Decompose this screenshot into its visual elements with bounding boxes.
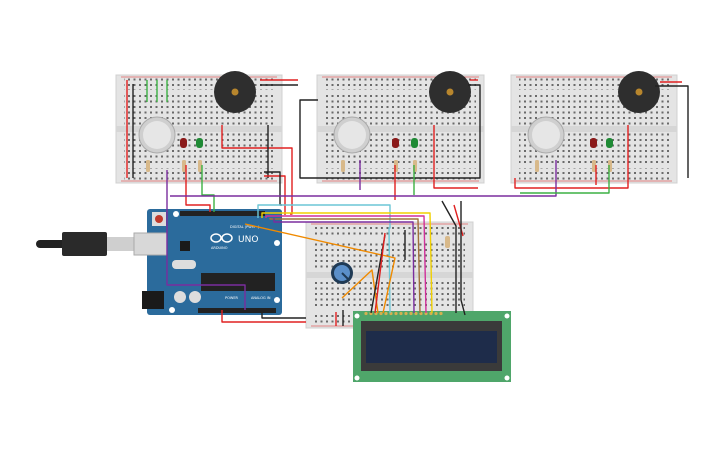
wire-purple[interactable] (166, 170, 246, 310)
wire-black[interactable] (655, 85, 689, 178)
green-led[interactable] (411, 138, 418, 148)
lcd-pin (439, 311, 443, 316)
wire-red[interactable] (374, 232, 386, 314)
wire-red[interactable] (433, 125, 478, 189)
wire-red[interactable] (264, 175, 286, 215)
uno-label: UNO (238, 235, 258, 245)
power-analog-header (198, 308, 276, 313)
resistor (535, 160, 539, 172)
lcd-pin (364, 311, 368, 316)
wire-red[interactable] (185, 165, 211, 212)
resistor (592, 160, 596, 172)
wire-red[interactable] (221, 125, 293, 215)
crystal (172, 260, 196, 269)
wire-yellow[interactable] (261, 212, 433, 314)
red-led[interactable] (180, 138, 187, 148)
resistor (445, 236, 450, 248)
wire-black[interactable] (299, 84, 481, 179)
lcd-pin (379, 311, 383, 316)
analog-in-label: ANALOG IN (251, 296, 271, 300)
lcd-pin (394, 311, 398, 316)
lcd-pin (424, 311, 428, 316)
capacitor (174, 291, 186, 303)
wire-red[interactable] (221, 310, 306, 323)
green-led[interactable] (196, 138, 203, 148)
capacitor (189, 291, 201, 303)
arduino-uno[interactable]: UNO ARDUINO DIGITAL (PWM~) POWER ANALOG … (36, 209, 282, 315)
lcd-16x2[interactable] (353, 311, 511, 382)
red-led[interactable] (590, 138, 597, 148)
resistor (198, 160, 202, 172)
resistor (341, 160, 345, 172)
lcd-screen (366, 331, 497, 363)
digital-header (180, 211, 265, 216)
power-label: POWER (225, 296, 239, 300)
wire-orange[interactable] (244, 223, 396, 314)
usb-plug (62, 232, 107, 256)
green-led[interactable] (606, 138, 613, 148)
usb-plug-metal (107, 237, 134, 251)
arduino-logo (210, 233, 233, 243)
lcd-pin (399, 311, 403, 316)
usb-cable (36, 240, 66, 248)
wire-purple[interactable] (273, 218, 415, 314)
wire-green[interactable] (520, 165, 610, 194)
wire-green[interactable] (201, 165, 215, 212)
lcd-pin (434, 311, 438, 316)
resistor (182, 160, 186, 172)
wire-pink[interactable] (265, 215, 427, 314)
wire-brown[interactable] (269, 218, 421, 314)
arduino-brand-label: ARDUINO (211, 246, 228, 250)
wire-black[interactable] (441, 200, 457, 313)
lcd-pin (369, 311, 373, 316)
red-led[interactable] (392, 138, 399, 148)
lcd-pin (404, 311, 408, 316)
wire-black[interactable] (261, 310, 306, 319)
wire-orange[interactable] (341, 269, 379, 314)
wire-purple[interactable] (170, 160, 557, 197)
wire-red[interactable] (514, 125, 629, 189)
lcd-pin (409, 311, 413, 316)
resistor (146, 160, 150, 172)
lcd-pin (414, 311, 418, 316)
digital-label: DIGITAL (PWM~) (230, 225, 260, 229)
wire-black[interactable] (460, 201, 466, 316)
atmega-chip (201, 273, 275, 291)
potentiometer[interactable] (331, 262, 353, 284)
power-jack (142, 291, 164, 309)
lcd-pin (384, 311, 388, 316)
